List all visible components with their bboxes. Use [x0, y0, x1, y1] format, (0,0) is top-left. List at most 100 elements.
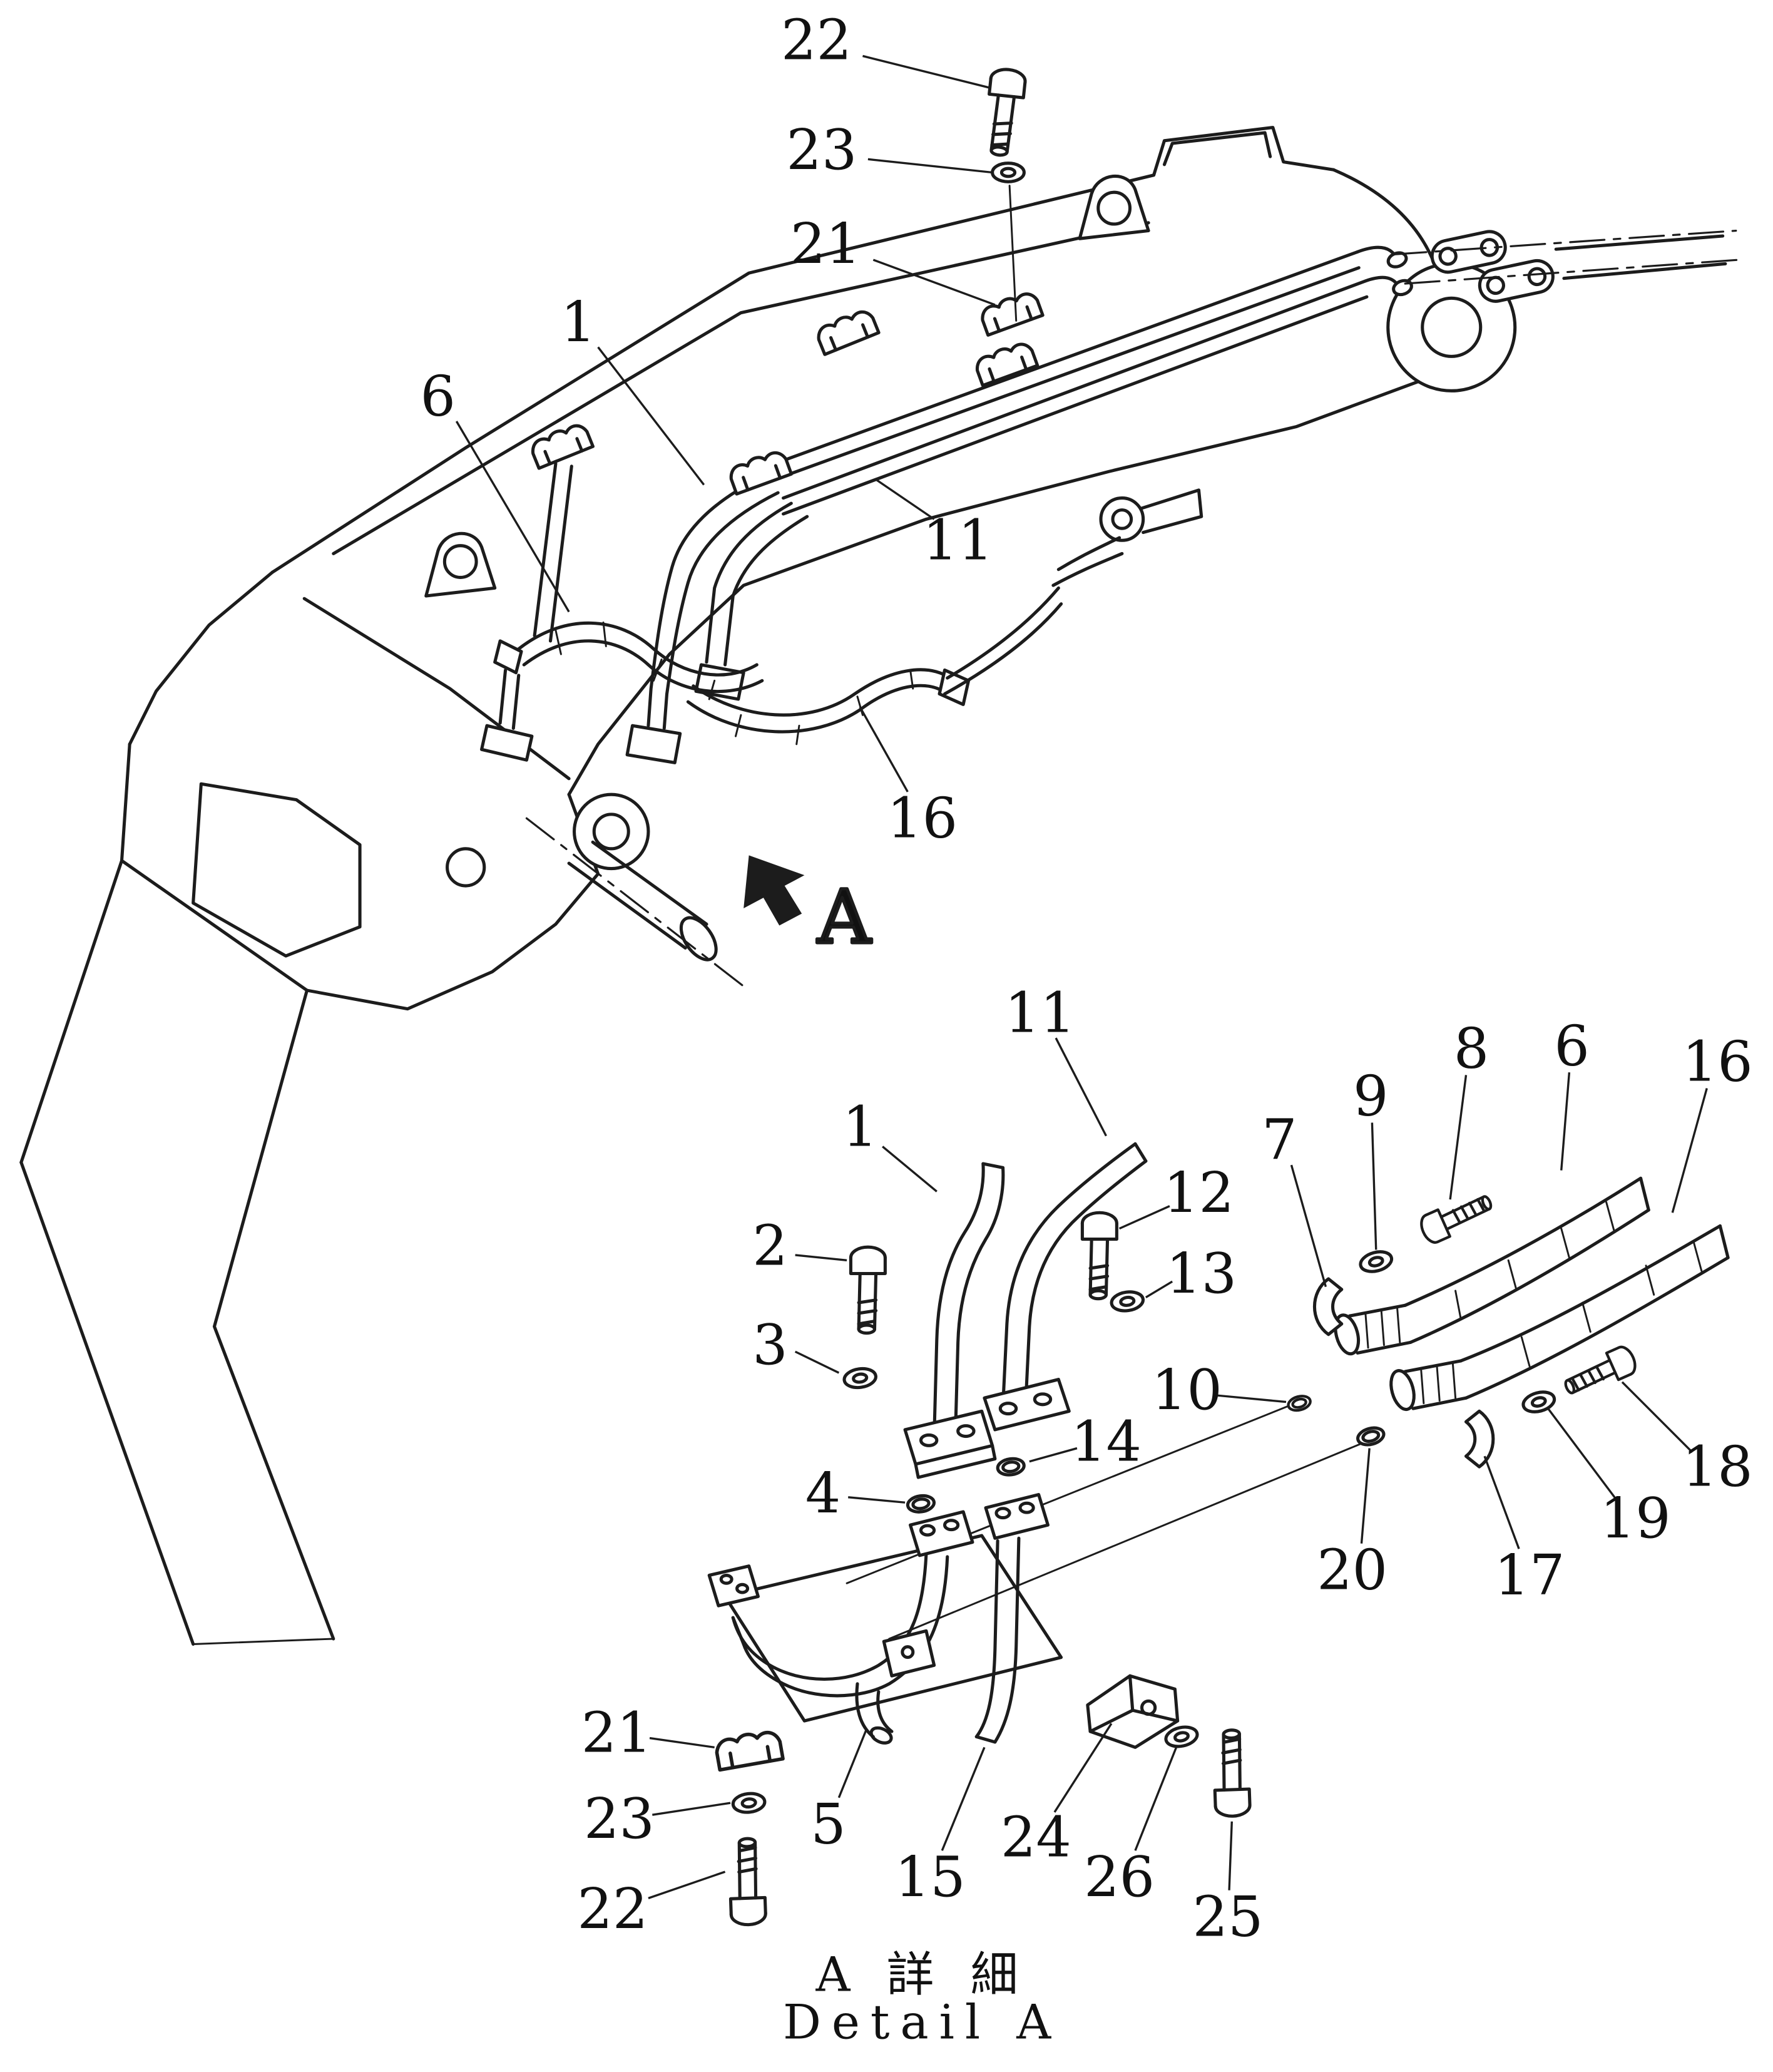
callout-label-6-16: 6 [1554, 1013, 1590, 1078]
part-oring-10 [1287, 1394, 1312, 1413]
lifting-eye-right [1078, 174, 1150, 240]
callout-label-19-23: 19 [1600, 1486, 1671, 1551]
leader-line-21-25 [649, 1736, 715, 1749]
leader-line-23-26 [652, 1802, 731, 1816]
leader-line-16-17 [1671, 1088, 1708, 1213]
callout-label-3-10: 3 [752, 1313, 788, 1377]
leader-lines [455, 54, 1708, 1899]
callout-label-17-22: 17 [1494, 1543, 1565, 1608]
leader-line-14-19 [1029, 1447, 1078, 1463]
assembly-axis-line-2 [888, 1442, 1364, 1640]
leader-line-12-11 [1118, 1205, 1170, 1230]
part-washer-26 [1164, 1725, 1199, 1750]
part-tube-11-boom [765, 245, 1413, 516]
part-oring-4 [907, 1494, 935, 1514]
leader-line-21-2 [872, 259, 996, 306]
leader-line-7-13 [1290, 1164, 1327, 1288]
view-arrow-label: A [817, 874, 872, 960]
callout-label-11-7: 11 [1004, 981, 1075, 1045]
part-clamp-21-detail [715, 1729, 783, 1770]
part-bolt-22-top [983, 68, 1026, 322]
callout-label-21-2: 21 [790, 212, 861, 276]
leader-line-9-14 [1371, 1122, 1377, 1250]
part-hose-6-boom [480, 462, 764, 762]
callout-label-1-3: 1 [561, 290, 596, 354]
leader-line-22-27 [648, 1870, 726, 1899]
part-bolt-8 [1418, 1189, 1496, 1246]
leader-line-11-7 [1055, 1037, 1107, 1137]
leader-line-10-18 [1215, 1394, 1287, 1403]
leader-line-2-9 [795, 1254, 847, 1262]
part-tube-5-detail [731, 1510, 974, 1745]
part-hose-6-detail [1334, 1176, 1650, 1356]
part-hose-16-detail [1389, 1224, 1730, 1412]
part-clamp-half-7 [1313, 1277, 1344, 1336]
callout-label-16-17: 16 [1682, 1030, 1753, 1094]
callout-label-26-31: 26 [1084, 1845, 1155, 1909]
part-clamp-half-17 [1464, 1409, 1495, 1469]
leader-line-8-15 [1449, 1075, 1468, 1200]
callout-label-1-8: 1 [842, 1094, 877, 1159]
callout-label-24-30: 24 [1001, 1805, 1071, 1870]
part-oring-20 [1356, 1425, 1386, 1447]
callout-label-25-32: 25 [1192, 1884, 1263, 1949]
part-bolt-12 [1082, 1213, 1116, 1298]
callout-label-7-13: 7 [1262, 1107, 1297, 1172]
callout-label-13-12: 13 [1166, 1241, 1237, 1306]
callout-label-20-21: 20 [1317, 1538, 1387, 1603]
leader-line-23-1 [867, 158, 993, 174]
callout-label-23-1: 23 [786, 118, 857, 182]
leader-line-22-0 [862, 54, 990, 89]
part-bolt-18 [1560, 1344, 1639, 1400]
callout-label-23-26: 23 [584, 1787, 655, 1851]
part-bolt-2 [851, 1247, 885, 1333]
callout-label-11-5: 11 [922, 508, 993, 573]
arm-link-plates [1391, 229, 1740, 303]
part-tube-1-detail [903, 1162, 1005, 1479]
part-washer-23-detail [732, 1792, 766, 1814]
callout-label-22-27: 22 [577, 1877, 648, 1941]
detail-a-artwork [707, 1142, 1730, 1925]
leader-line-26-31 [1134, 1746, 1178, 1851]
view-arrow-a [743, 855, 805, 926]
callout-label-6-4: 6 [421, 364, 456, 428]
leader-line-5-28 [837, 1728, 868, 1798]
leader-line-6-16 [1560, 1072, 1571, 1171]
callout-label-15-29: 15 [895, 1845, 966, 1909]
leader-line-4-20 [848, 1496, 906, 1504]
part-tube-15-detail [974, 1493, 1050, 1744]
leader-line-16-6 [859, 706, 909, 792]
leader-line-13-12 [1145, 1280, 1173, 1299]
arm-cylinder-clevis [1051, 488, 1203, 587]
part-bolt-25 [1213, 1730, 1250, 1817]
callout-label-10-18: 10 [1152, 1358, 1222, 1422]
callout-label-16-6: 16 [887, 786, 958, 851]
bracket-plate [707, 1534, 1063, 1723]
part-hose-16-boom [686, 586, 1063, 746]
part-washer-3 [843, 1367, 877, 1389]
leader-line-3-10 [794, 1350, 840, 1374]
callout-label-2-9: 2 [752, 1214, 788, 1278]
leader-line-20-21 [1360, 1448, 1371, 1544]
part-oring-14 [997, 1457, 1025, 1477]
leader-line-17-22 [1483, 1455, 1520, 1549]
part-washer-9 [1358, 1249, 1394, 1275]
callout-label-4-20: 4 [805, 1461, 841, 1526]
callout-label-22-0: 22 [781, 8, 852, 73]
callout-label-8-15: 8 [1454, 1017, 1489, 1081]
part-tube-11-detail [983, 1142, 1148, 1432]
part-clamp-24 [1086, 1674, 1180, 1749]
leader-line-24-30 [1053, 1723, 1113, 1813]
detail-caption-jp: A 詳 細 [815, 1946, 1029, 2002]
callout-label-5-28: 5 [810, 1792, 846, 1856]
callout-label-14-19: 14 [1071, 1409, 1142, 1474]
callout-label-9-14: 9 [1353, 1064, 1389, 1129]
part-washer-13 [1110, 1290, 1144, 1313]
callout-label-12-11: 12 [1163, 1161, 1234, 1225]
detail-caption-en: Detail A [783, 1994, 1061, 2049]
leader-line-15-29 [941, 1746, 986, 1851]
boom-foot [19, 742, 750, 1646]
